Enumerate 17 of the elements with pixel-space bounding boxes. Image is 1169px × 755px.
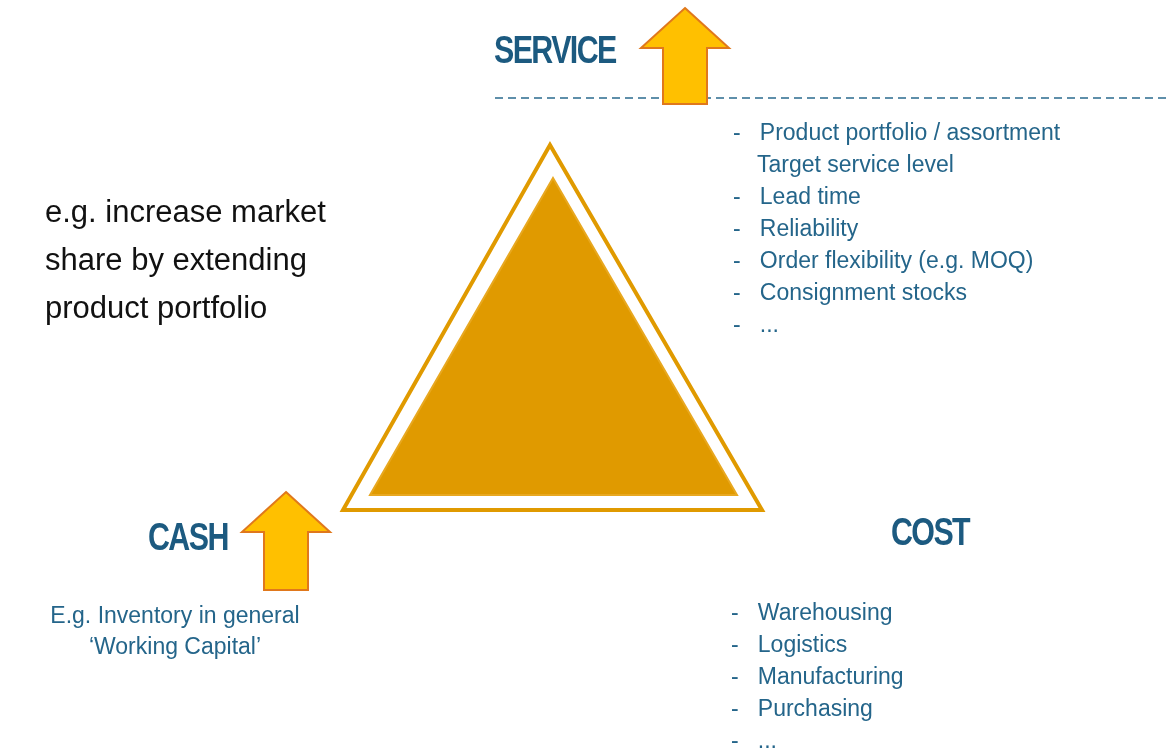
list-item: - ... bbox=[731, 728, 777, 754]
list-item: Target service level bbox=[757, 152, 954, 178]
list-item: - Warehousing bbox=[731, 600, 893, 626]
list-item: - Product portfolio / assortment bbox=[733, 120, 1061, 146]
note-text: e.g. increase market share by extending product portfolio bbox=[45, 193, 327, 328]
list-item: - Manufacturing bbox=[731, 664, 904, 690]
list-item: - ... bbox=[733, 312, 779, 338]
list-item: - Consignment stocks bbox=[733, 280, 967, 306]
heading: CASH bbox=[148, 517, 228, 559]
list-item: - Lead time bbox=[733, 184, 861, 210]
list-item: - Order flexibility (e.g. MOQ) bbox=[733, 248, 1034, 274]
note-text: E.g. Inventory in general ‘Working Capital’ bbox=[49, 601, 301, 662]
list-item: - Purchasing bbox=[731, 696, 873, 722]
list-item: - Logistics bbox=[731, 632, 848, 658]
heading: SERVICE bbox=[494, 30, 616, 72]
heading: COST bbox=[891, 512, 970, 554]
list-item: - Reliability bbox=[733, 216, 859, 242]
